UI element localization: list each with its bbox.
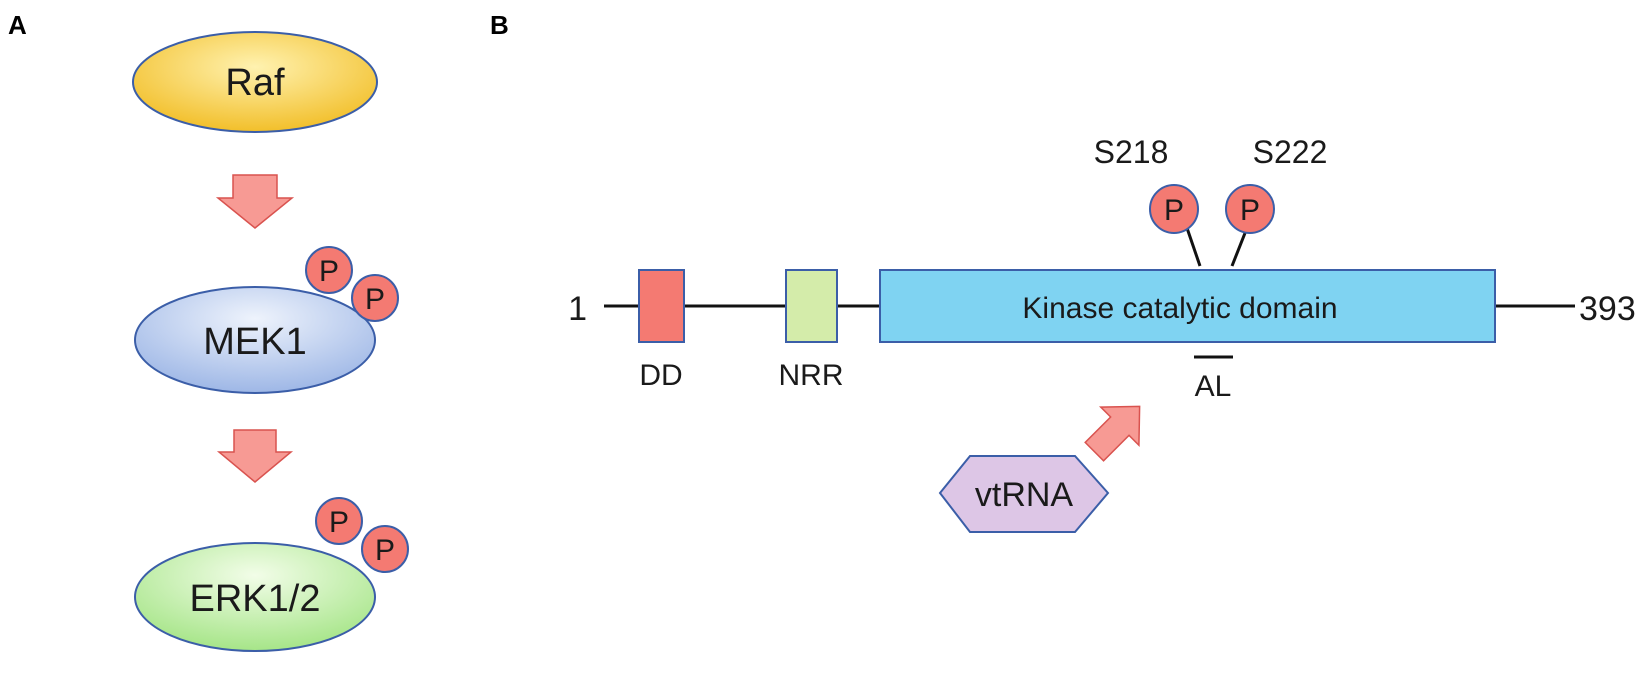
nrr-label: NRR bbox=[779, 359, 844, 392]
arrow-mek1-to-erk bbox=[216, 429, 294, 483]
s222-stem bbox=[1230, 227, 1249, 267]
mek1-node: MEK1 bbox=[134, 286, 376, 394]
phospho-label: P bbox=[365, 283, 385, 316]
erk-phospho-1: P bbox=[315, 497, 363, 545]
al-label: AL bbox=[1195, 370, 1232, 403]
mek1-label: MEK1 bbox=[203, 321, 306, 363]
arrow-vtrna-to-al bbox=[1084, 405, 1141, 462]
start-residue-label: 1 bbox=[568, 290, 587, 328]
phospho-label: P bbox=[1240, 194, 1260, 227]
mek1-phospho-2: P bbox=[351, 274, 399, 322]
s222-label: S222 bbox=[1253, 134, 1328, 170]
nrr-domain bbox=[785, 269, 838, 343]
s218-label: S218 bbox=[1094, 134, 1169, 170]
erk-phospho-2: P bbox=[361, 525, 409, 573]
raf-node: Raf bbox=[132, 31, 378, 133]
kinase-domain bbox=[879, 269, 1496, 343]
panel-b-label: B bbox=[490, 10, 509, 40]
kinase-label: Kinase catalytic domain bbox=[1022, 292, 1337, 325]
vtrna-label: vtRNA bbox=[975, 476, 1074, 514]
raf-label: Raf bbox=[225, 62, 285, 104]
phospho-label: P bbox=[1164, 194, 1184, 227]
phospho-label: P bbox=[375, 534, 395, 567]
s222-phospho: P bbox=[1225, 184, 1275, 234]
erk-label: ERK1/2 bbox=[190, 578, 321, 620]
arrow-raf-to-mek1 bbox=[215, 174, 295, 229]
dd-domain bbox=[638, 269, 685, 343]
mek1-phospho-1: P bbox=[305, 246, 353, 294]
phospho-label: P bbox=[329, 506, 349, 539]
vtrna-node: vtRNA bbox=[938, 455, 1110, 533]
dd-label: DD bbox=[639, 359, 682, 392]
erk-node: ERK1/2 bbox=[134, 542, 376, 652]
panel-a-label: A bbox=[8, 10, 27, 40]
end-residue-label: 393 bbox=[1579, 290, 1636, 328]
s218-phospho: P bbox=[1149, 184, 1199, 234]
phospho-label: P bbox=[319, 255, 339, 288]
s218-stem bbox=[1185, 227, 1202, 267]
